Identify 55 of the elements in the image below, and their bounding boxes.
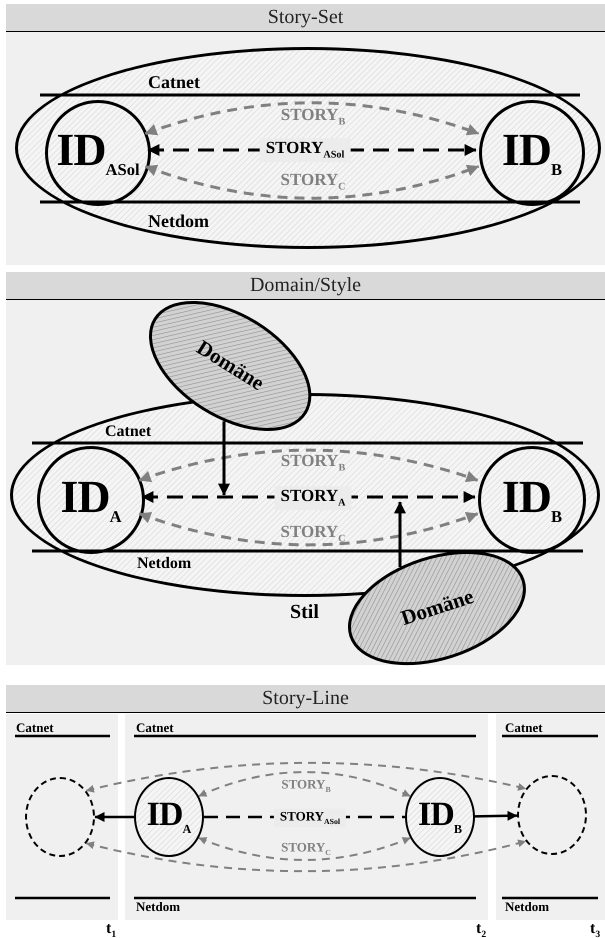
panel-header: Domain/Style xyxy=(6,272,605,300)
arrow xyxy=(218,421,230,496)
edge-label: STORY$_{ASol}$ xyxy=(274,808,346,828)
arrow xyxy=(394,501,406,567)
region-label: Catnet xyxy=(105,424,152,440)
entity-circle xyxy=(37,446,145,554)
dashed-circle xyxy=(517,775,587,855)
edge-label: STORY$_{B}$ xyxy=(280,451,346,475)
entity-circle xyxy=(134,777,204,857)
region-label: Catnet xyxy=(136,721,174,734)
side-label: t$_{2}$ xyxy=(476,921,486,938)
entity-label: ID$_{A}$ xyxy=(60,474,122,526)
entity-label: ID$_{B}$ xyxy=(502,127,562,179)
entity-label: ID$_{A}$ xyxy=(146,798,192,836)
entity-circle xyxy=(479,100,585,206)
edge-label: STORY$_{C}$ xyxy=(279,522,347,546)
arrow xyxy=(86,839,526,872)
arrow xyxy=(138,512,478,546)
edge-label: STORY$_{C}$ xyxy=(279,170,347,194)
arrow xyxy=(144,101,480,136)
entity-label: ID$_{B}$ xyxy=(502,474,562,526)
domain-label: Domäne xyxy=(398,586,476,630)
panel xyxy=(6,4,605,265)
region-label: Catnet xyxy=(16,721,54,734)
arrow xyxy=(94,812,134,822)
domain-ellipse xyxy=(348,550,526,666)
edge-label: STORY$_{B}$ xyxy=(280,105,346,129)
entity-label: ID$_{ASol}$ xyxy=(56,127,140,179)
region-label: Catnet xyxy=(505,721,543,734)
arrow xyxy=(198,836,411,861)
edge-label: STORY$_{A}$ xyxy=(274,486,352,510)
entity-circle xyxy=(478,446,586,554)
edge-label: STORY$_{ASol}$ xyxy=(260,138,350,162)
panel xyxy=(6,272,605,665)
region-label: Netdom xyxy=(136,900,180,913)
arrow xyxy=(198,771,411,798)
region-label: Netdom xyxy=(148,212,209,230)
arrow xyxy=(474,810,518,821)
arrow xyxy=(86,762,526,793)
side-label: t$_{3}$ xyxy=(590,921,600,938)
region-label: Netdom xyxy=(505,900,550,913)
region-label: Netdom xyxy=(137,556,192,572)
edge-label: STORY$_{C}$ xyxy=(280,839,332,859)
entity-label: ID$_{B}$ xyxy=(418,798,462,836)
side-label: Stil xyxy=(290,602,319,622)
panel-header: Story-Line xyxy=(6,685,605,713)
entity-circle xyxy=(45,100,151,206)
arrow xyxy=(144,164,480,200)
entity-circle xyxy=(405,777,475,857)
edge-label: STORY$_{B}$ xyxy=(280,776,332,796)
side-label: t$_{1}$ xyxy=(106,921,116,938)
panel-header: Story-Set xyxy=(6,4,605,32)
arrow xyxy=(138,448,478,482)
dashed-circle xyxy=(25,777,95,857)
region-label: Catnet xyxy=(148,73,200,91)
